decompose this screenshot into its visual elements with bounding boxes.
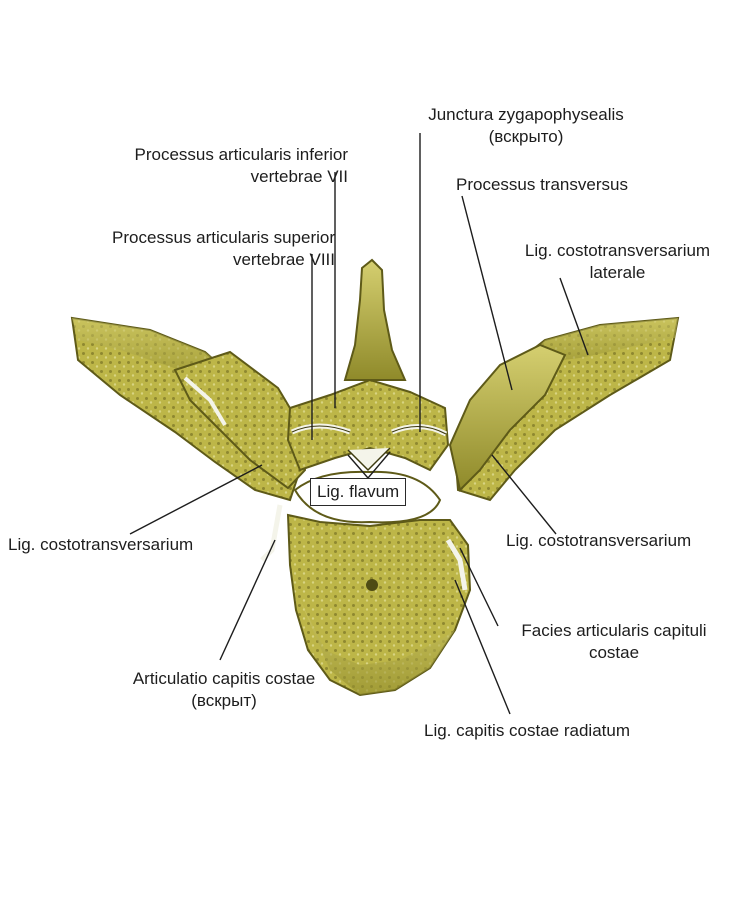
label-lig-capitis-costae-radiatum: Lig. capitis costae radiatum xyxy=(424,720,630,742)
leader-lig-ct-right xyxy=(491,454,557,535)
label-line: vertebrae VII xyxy=(250,167,348,186)
leader-lines xyxy=(129,133,589,715)
leader-lig-radiatum xyxy=(454,579,511,715)
label-line: Lig. flavum xyxy=(317,482,400,501)
label-line: (вскрыт) xyxy=(191,691,257,710)
joint-line-left-edge xyxy=(291,425,351,433)
label-line: Lig. costotransversarium xyxy=(8,535,194,554)
label-processus-articularis-superior: Processus articularis superior vertebrae… xyxy=(30,227,335,271)
label-line: (вскрыто) xyxy=(488,127,564,146)
facet-left xyxy=(260,504,283,562)
spinous-process xyxy=(343,258,407,381)
label-line: costae xyxy=(588,643,640,662)
leader-proc-transv xyxy=(461,195,513,391)
label-line: laterale xyxy=(589,263,646,282)
label-lig-flavum: Lig. flavum xyxy=(310,478,407,506)
facet-right xyxy=(445,538,468,591)
vertebral-body-shade xyxy=(300,600,455,695)
label-line: Processus transversus xyxy=(456,175,628,194)
label-line: Lig. costotransversarium xyxy=(506,531,692,550)
label-line: Processus articularis inferior xyxy=(134,145,348,164)
leader-lig-ct-left xyxy=(129,464,263,535)
right-transverse-process xyxy=(448,343,567,492)
lig-flavum-notch xyxy=(347,447,391,472)
label-lig-costotransversarium-laterale: Lig. costotransversarium laterale xyxy=(500,240,735,284)
vertebral-arch xyxy=(286,378,450,472)
label-line: Lig. capitis costae radiatum xyxy=(424,721,630,740)
label-lig-costotransversarium-right: Lig. costotransversarium xyxy=(506,530,691,552)
label-line: Articulatio capitis costae xyxy=(132,669,316,688)
label-junctura-zygapophysealis: Junctura zygapophysealis (вскрыто) xyxy=(396,104,656,148)
leader-articulatio xyxy=(219,539,276,661)
label-facies-articularis-capituli: Facies articularis capituli costae xyxy=(494,620,734,664)
label-line: vertebrae VIII xyxy=(232,250,335,269)
label-processus-articularis-inferior: Processus articularis inferior vertebrae… xyxy=(60,144,348,188)
leader-lig-flavum-b xyxy=(367,451,391,479)
nutrient-foramen xyxy=(366,579,378,591)
leader-lig-flavum-a xyxy=(347,454,369,479)
label-line: Lig. costotransversarium xyxy=(524,241,711,260)
left-transverse-process xyxy=(173,350,307,490)
label-articulatio-capitis-costae: Articulatio capitis costae (вскрыт) xyxy=(90,668,358,712)
label-line: Facies articularis capituli xyxy=(521,621,707,640)
label-lig-costotransversarium-left: Lig. costotransversarium xyxy=(8,534,193,556)
leader-lig-ct-lat xyxy=(559,277,589,356)
leader-facies xyxy=(459,547,499,627)
costotransverse-joint-left xyxy=(183,376,227,427)
label-line: Junctura zygapophysealis xyxy=(428,105,624,124)
label-processus-transversus: Processus transversus xyxy=(456,174,628,196)
label-line: Processus articularis superior xyxy=(112,228,335,247)
